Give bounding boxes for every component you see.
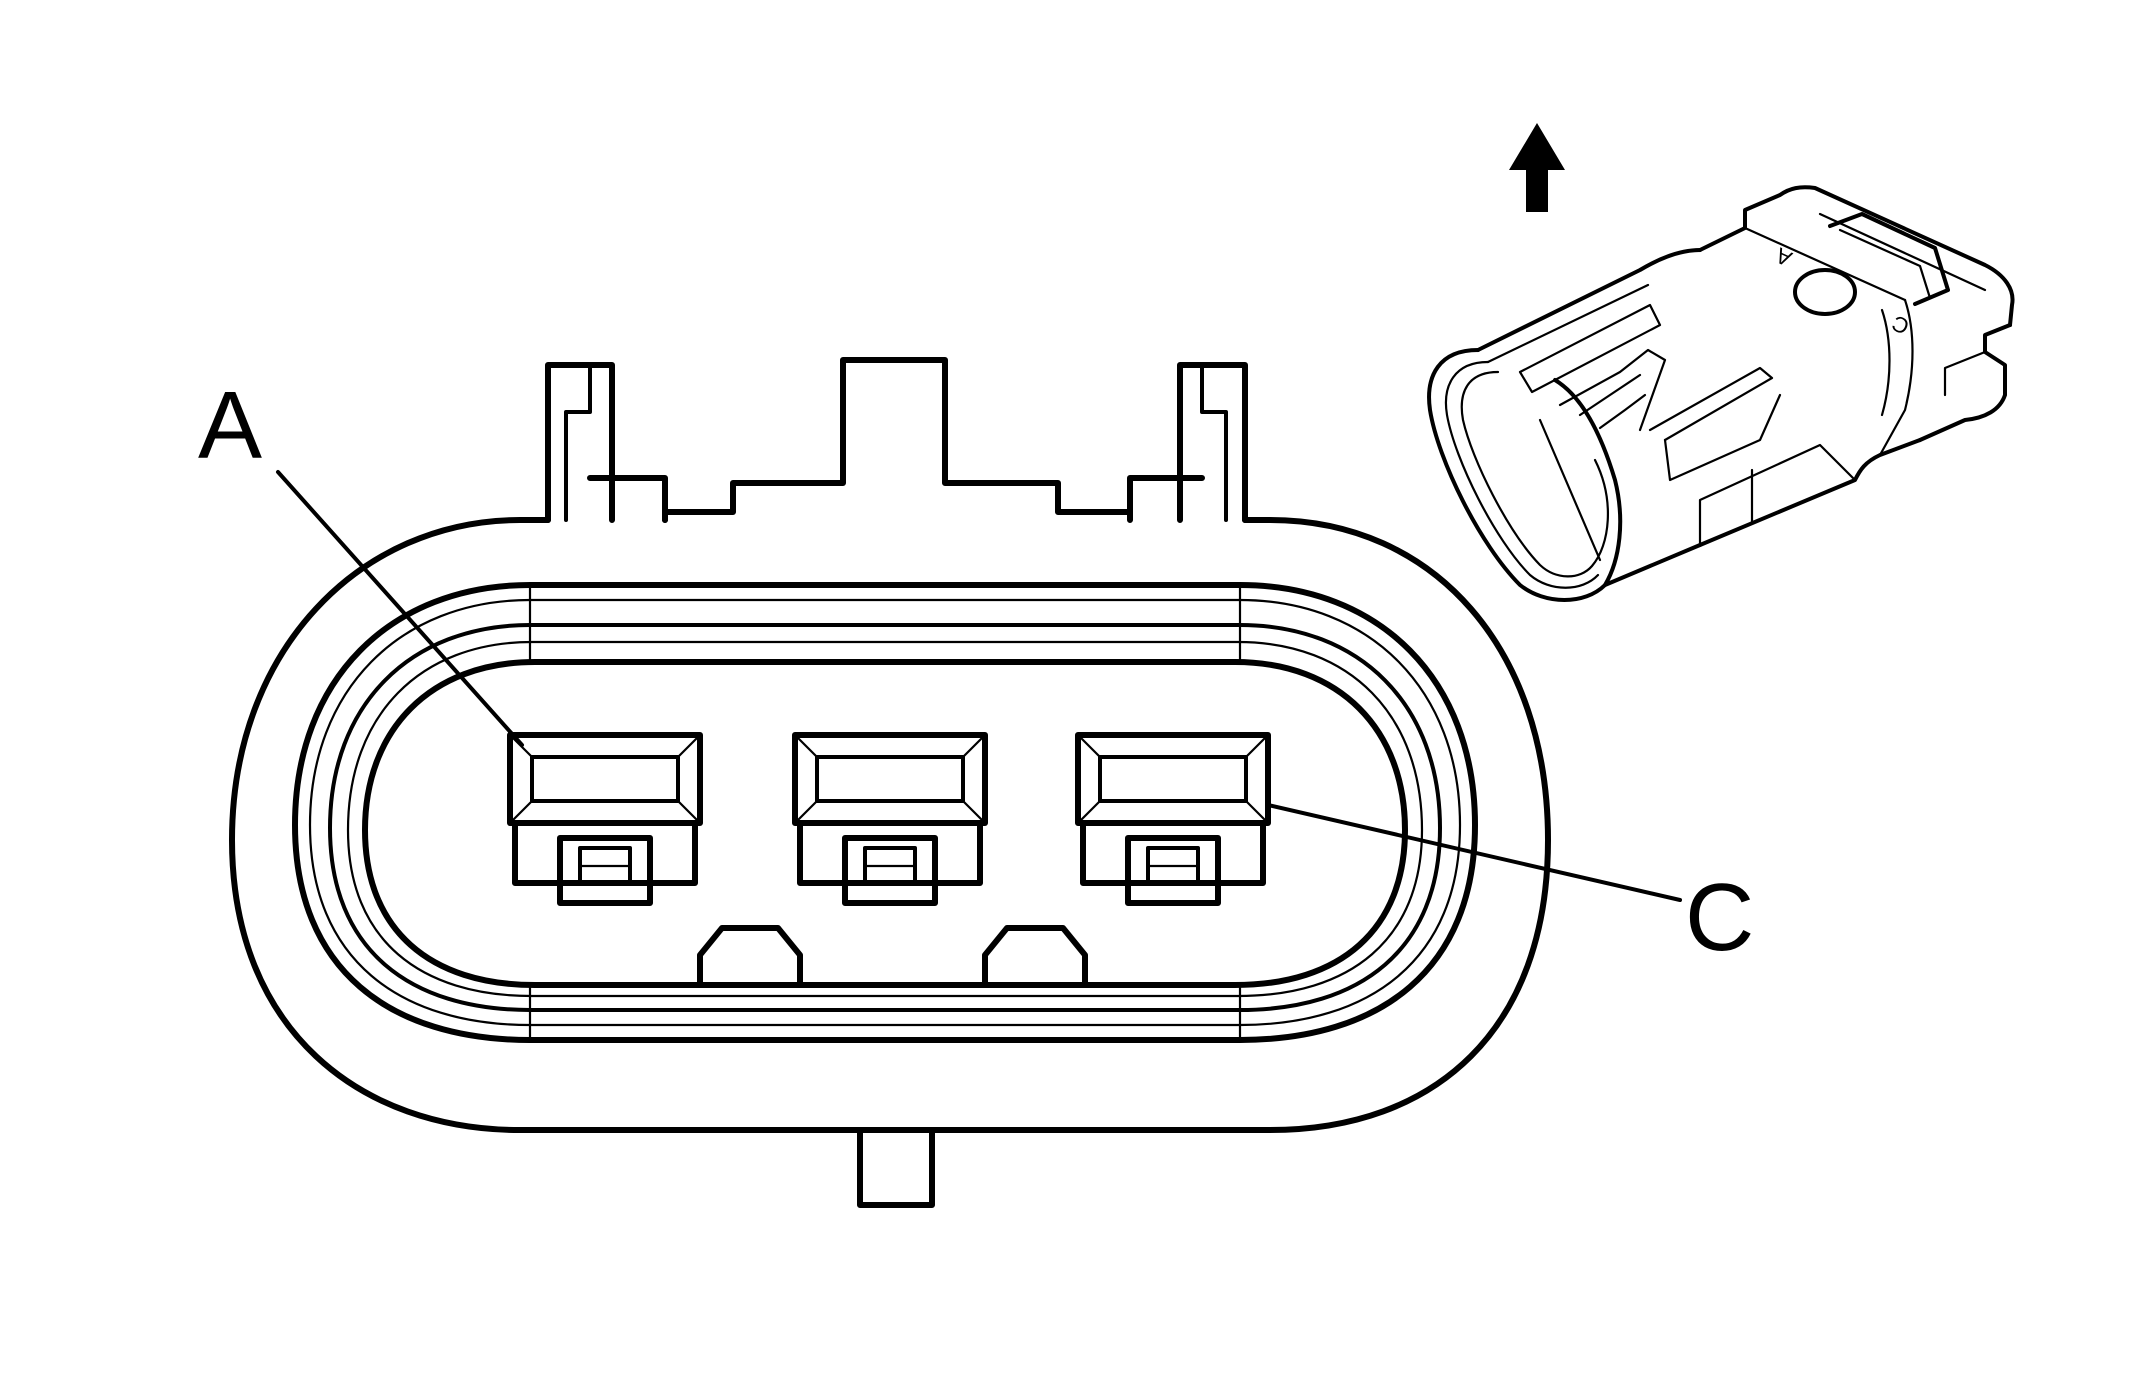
inset-mark-a: A [1771,243,1795,272]
leader-line-c [1266,803,1682,902]
seal-rings [292,582,1478,1043]
bottom-key [857,1127,935,1208]
connector-face-view: A C [198,357,1754,1208]
connector-3d-inset: A C [1427,185,2015,602]
polarizing-ribs [697,925,1088,988]
terminal-a [507,732,703,906]
terminal-c [1075,732,1271,906]
top-locking-tabs [545,357,1248,523]
callout-label-c: C [1685,864,1754,971]
outer-housing [229,517,1551,1133]
terminal-b [792,732,988,906]
leader-line-a [276,470,524,747]
callout-label-a: A [198,372,262,479]
up-arrow-icon [1509,123,1565,212]
